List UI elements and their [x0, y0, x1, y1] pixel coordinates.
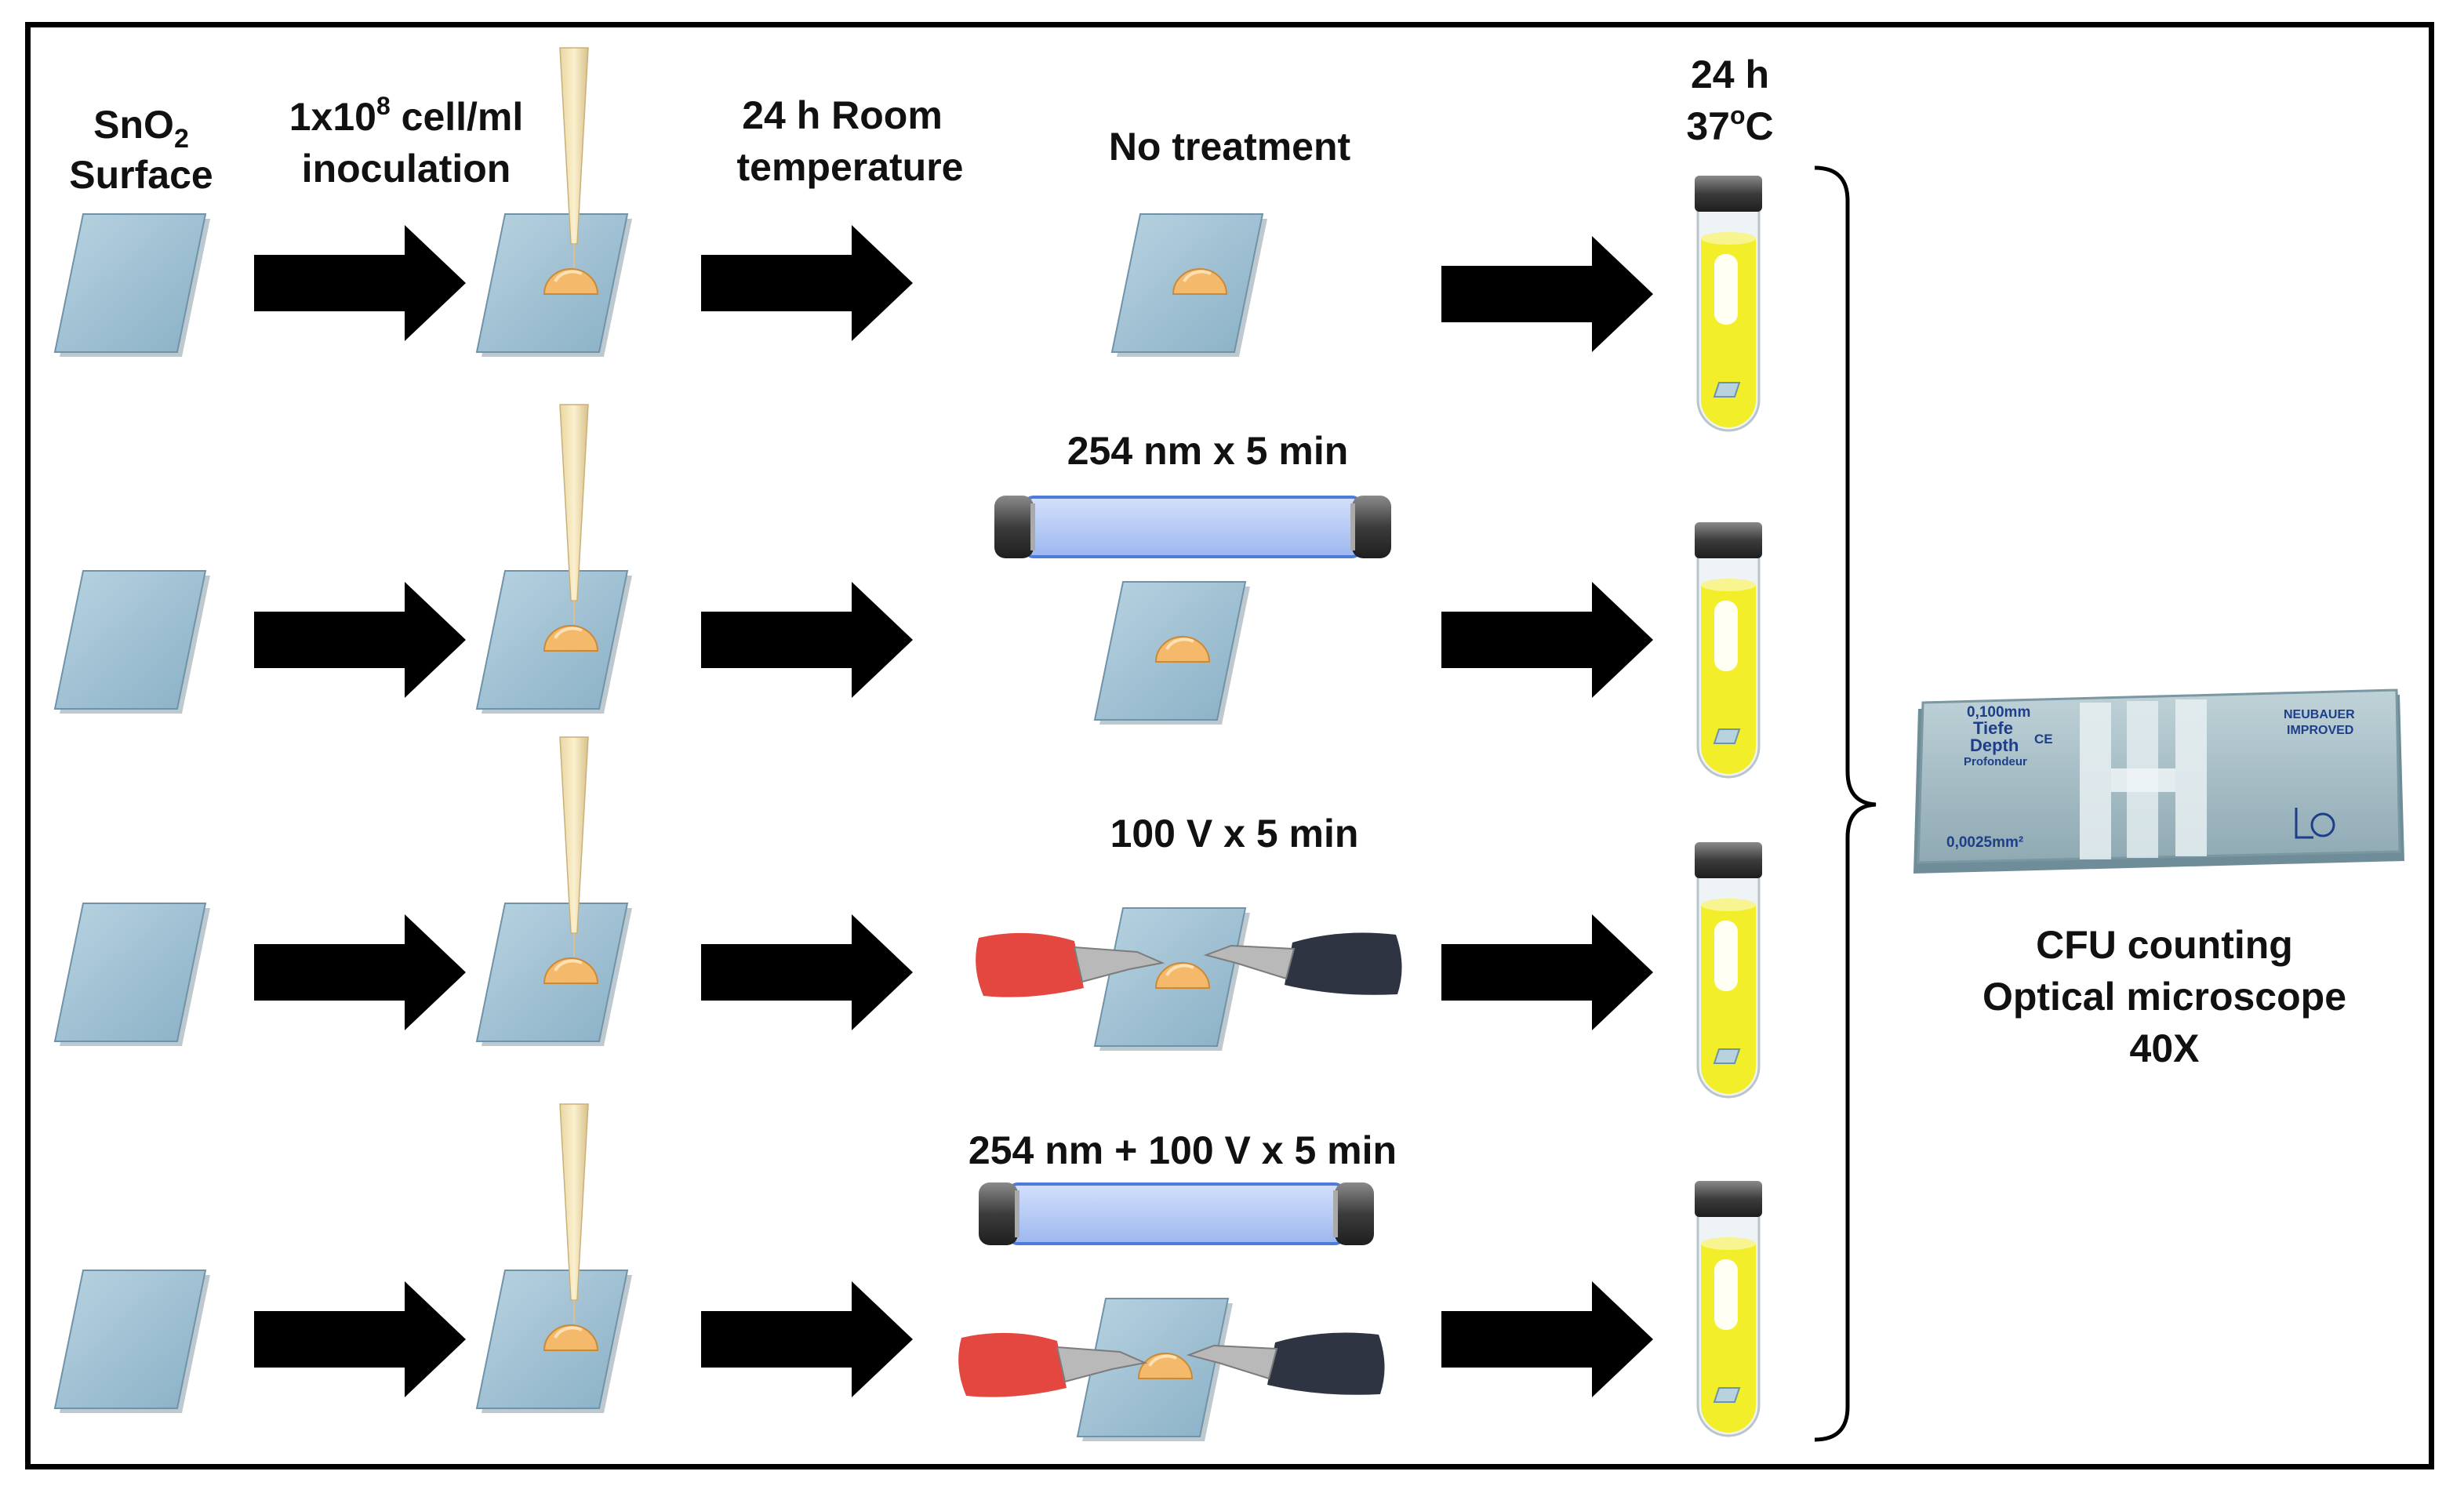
- bacterial-droplet: [543, 268, 599, 295]
- treatment-label: No treatment: [1109, 125, 1351, 169]
- grouping-bracket: [1814, 165, 1877, 1442]
- inoculation-unit: cell/ml: [391, 95, 524, 139]
- pipette-tip: [559, 736, 589, 957]
- header-room-temperature: 24 h Room temperature: [737, 93, 964, 189]
- room-temperature-label: temperature: [737, 145, 964, 189]
- workflow-row-3: 100 V x 5 min: [53, 736, 1762, 1099]
- result-label: CFU counting Optical microscope 40X: [1982, 923, 2346, 1070]
- bacterial-droplet-treated: [1137, 1353, 1194, 1379]
- incubation-time-label: 24 h: [1691, 53, 1769, 96]
- arrow-room-temperature: [701, 225, 913, 341]
- bacterial-droplet-treated: [1154, 636, 1211, 663]
- svg-text:SnO2: SnO2: [93, 103, 189, 154]
- arrow-inoculation: [254, 225, 466, 341]
- sno2-slide-bare: [53, 903, 210, 1046]
- arrow-incubation: [1441, 236, 1653, 352]
- incubation-temperature-unit: C: [1746, 104, 1774, 148]
- bacterial-droplet: [543, 957, 599, 984]
- arrow-incubation: [1441, 582, 1653, 698]
- surface-label-word: Surface: [69, 153, 213, 197]
- bacterial-droplet-treated: [1172, 268, 1228, 295]
- culture-tube: [1695, 1181, 1762, 1437]
- chamber-ce-mark: CE: [2034, 732, 2053, 746]
- uv-lamp: [979, 1182, 1374, 1245]
- arrow-room-temperature: [701, 582, 913, 698]
- pipette-tip: [559, 47, 589, 267]
- arrow-room-temperature: [701, 914, 913, 1030]
- counting-chamber: 0,100mm Tiefe Depth Profondeur CE NEUBAU…: [1913, 688, 2404, 874]
- arrow-inoculation: [254, 914, 466, 1030]
- sno2-slide-bare: [53, 1270, 210, 1413]
- arrow-room-temperature: [701, 1281, 913, 1397]
- incubation-temperature-value: 37: [1686, 104, 1730, 148]
- surface-label-sno: SnO: [93, 103, 174, 147]
- culture-tube: [1695, 176, 1762, 432]
- bacterial-droplet: [543, 625, 599, 652]
- header-inoculation: 1x108 cell/ml inoculation: [289, 92, 524, 191]
- result-magnification: 40X: [2130, 1026, 2200, 1070]
- bacterial-droplet-treated: [1154, 962, 1211, 989]
- uv-lamp: [994, 496, 1391, 558]
- optik-labor-logo: [2295, 808, 2335, 839]
- bacterial-droplet: [543, 1324, 599, 1351]
- arrow-incubation: [1441, 914, 1653, 1030]
- electrode-clips: [958, 1332, 1385, 1397]
- chamber-neubauer: NEUBAUER: [2284, 708, 2355, 721]
- chamber-improved: IMPROVED: [2287, 724, 2353, 737]
- inoculation-word: inoculation: [302, 147, 511, 191]
- chamber-tiefe: Tiefe: [1973, 718, 2013, 738]
- surface-label-subscript: 2: [174, 124, 189, 154]
- workflow-row-4: 254 nm + 100 V x 5 min: [53, 1103, 1762, 1441]
- sno2-slide-bare: [53, 213, 210, 357]
- culture-tube: [1695, 522, 1762, 779]
- inoculation-concentration: 1x10: [289, 95, 376, 139]
- chamber-profondeur: Profondeur: [1964, 755, 2027, 768]
- pipette-tip: [559, 1103, 589, 1324]
- chamber-depth: Depth: [1970, 736, 2019, 755]
- arrow-inoculation: [254, 582, 466, 698]
- header-surface: SnO2 Surface: [69, 103, 213, 197]
- svg-text:1x108 cell/ml: 1x108 cell/ml: [289, 92, 524, 139]
- treatment-label: 254 nm x 5 min: [1067, 429, 1349, 473]
- svg-text:37oC: 37oC: [1686, 101, 1773, 148]
- result-cfu-counting: CFU counting: [2036, 923, 2293, 967]
- chamber-area-value: 0,0025mm²: [1946, 834, 2023, 851]
- treatment-label: 254 nm + 100 V x 5 min: [969, 1128, 1397, 1172]
- room-time-label: 24 h Room: [742, 93, 943, 137]
- incubation-degree-symbol: o: [1730, 101, 1746, 129]
- workflow-row-2: 254 nm x 5 min: [53, 404, 1762, 779]
- inoculation-exponent: 8: [376, 92, 391, 120]
- result-optical-microscope: Optical microscope: [1982, 975, 2346, 1019]
- chamber-depth-value: 0,100mm: [1967, 704, 2030, 721]
- workflow-row-1: No treatment: [53, 47, 1762, 432]
- arrow-incubation: [1441, 1281, 1653, 1397]
- arrow-inoculation: [254, 1281, 466, 1397]
- pipette-tip: [559, 404, 589, 624]
- sno2-slide-bare: [53, 570, 210, 714]
- culture-tube: [1695, 842, 1762, 1099]
- treatment-label: 100 V x 5 min: [1110, 812, 1359, 855]
- header-incubation: 24 h 37oC: [1686, 53, 1773, 148]
- electrode-clips: [976, 932, 1402, 997]
